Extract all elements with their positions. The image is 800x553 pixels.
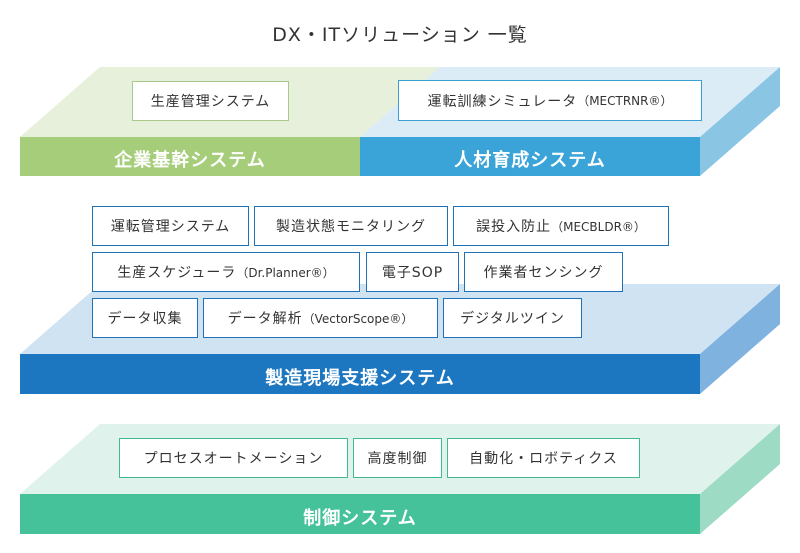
solution-box-digital-twin[interactable]: デジタルツイン: [443, 298, 582, 338]
page-title: DX・ITソリューション 一覧: [272, 24, 528, 46]
solution-label: プロセスオートメーション: [143, 451, 324, 467]
solution-label: 運転管理システム: [110, 219, 231, 235]
enterprise-band: [20, 137, 360, 176]
solution-box-automation-robotics[interactable]: 自動化・ロボティクス: [447, 438, 640, 478]
solution-label: 生産スケジューラ: [117, 265, 237, 281]
solution-label: 作業者センシング: [483, 265, 604, 281]
control-band-label: 制御システム: [303, 508, 417, 529]
solution-box-misloading-prevention[interactable]: 誤投入防止（MECBLDR®）: [453, 206, 669, 246]
solution-label: 生産管理システム: [150, 94, 271, 110]
solution-box-data-collection[interactable]: データ収集: [92, 298, 198, 338]
solution-box-operation-management[interactable]: 運転管理システム: [92, 206, 249, 246]
solution-label: データ解析: [227, 311, 303, 327]
enterprise-band-label: 企業基幹システム: [114, 150, 266, 171]
solution-box-training-simulator[interactable]: 運転訓練シミュレータ（MECTRNR®）: [398, 80, 702, 121]
solution-suffix: （MECTRNR®）: [577, 94, 673, 108]
hr-band-label: 人材育成システム: [454, 150, 606, 171]
solution-label: 誤投入防止: [476, 219, 552, 235]
solution-label: 製造状態モニタリング: [276, 219, 426, 235]
solution-box-electronic-sop[interactable]: 電子SOP: [366, 252, 459, 292]
solution-box-state-monitoring[interactable]: 製造状態モニタリング: [254, 206, 448, 246]
control-side-face: [700, 424, 780, 534]
solution-suffix: （Dr.Planner®）: [236, 265, 335, 280]
site-side-face: [700, 284, 780, 394]
solution-box-data-analysis[interactable]: データ解析（VectorScope®）: [203, 298, 438, 338]
solution-suffix: （MECBLDR®）: [551, 219, 646, 234]
site-band-label: 製造現場支援システム: [265, 368, 455, 389]
solution-label: 運転訓練シミュレータ: [427, 93, 578, 110]
control-band: [20, 494, 700, 534]
solution-label: データ収集: [107, 311, 183, 327]
solution-box-production-management[interactable]: 生産管理システム: [132, 81, 289, 121]
solution-label: 高度制御: [367, 451, 428, 467]
hr-band: [360, 137, 700, 176]
solution-box-advanced-control[interactable]: 高度制御: [353, 438, 442, 478]
solution-label: 自動化・ロボティクス: [469, 451, 618, 467]
solution-box-process-automation[interactable]: プロセスオートメーション: [119, 438, 348, 478]
site-band: [20, 354, 700, 394]
solution-box-worker-sensing[interactable]: 作業者センシング: [464, 252, 623, 292]
solution-suffix: （VectorScope®）: [302, 311, 414, 326]
solution-label: デジタルツイン: [460, 311, 565, 327]
hr-side-face: [700, 67, 780, 176]
solution-label: 電子SOP: [381, 265, 444, 281]
solution-box-production-scheduler[interactable]: 生産スケジューラ（Dr.Planner®）: [92, 252, 360, 292]
